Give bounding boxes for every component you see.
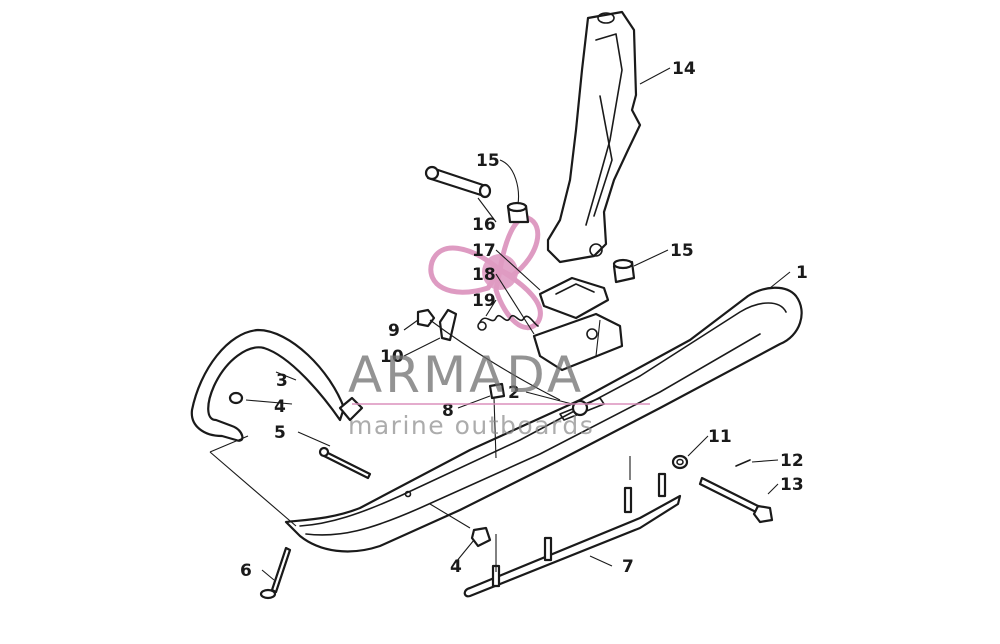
callout-19: 19 [472, 291, 496, 311]
bolt-part-5 [318, 446, 372, 480]
nut-part-8 [488, 382, 506, 400]
watermark-logo [428, 215, 543, 331]
callout-13: 13 [780, 475, 804, 495]
watermark-text: ARMADA marine outboards [348, 346, 650, 440]
callout-2: 2 [508, 383, 520, 403]
saddle-part [538, 276, 610, 320]
bushing-right [612, 258, 636, 284]
pin-part [424, 165, 492, 199]
watermark-subtitle: marine outboards [348, 411, 594, 440]
leader-lines [209, 67, 791, 581]
callout-16: 16 [472, 215, 496, 235]
callout-11: 11 [708, 427, 732, 447]
callout-18: 18 [472, 265, 496, 285]
callout-4-upper: 4 [274, 397, 286, 417]
nut-lower [470, 526, 492, 548]
nut-small [416, 308, 436, 328]
bolt-part-6 [259, 546, 292, 600]
callout-1: 1 [796, 263, 808, 283]
callout-6: 6 [240, 561, 252, 581]
callout-7: 7 [622, 557, 634, 577]
bolt-part-13 [698, 476, 774, 524]
ski-body [284, 286, 803, 553]
callout-15-right: 15 [670, 241, 694, 261]
callout-14: 14 [672, 59, 696, 79]
callout-4-lower: 4 [450, 557, 462, 577]
nut-upper [228, 391, 244, 405]
watermark-title: ARMADA [348, 346, 584, 404]
callout-8: 8 [442, 401, 454, 421]
cotter-pin [735, 459, 751, 467]
spring-part [477, 314, 539, 331]
callout-5: 5 [274, 423, 286, 443]
callout-labels: 1 2 3 4 4 5 6 7 8 9 10 11 12 13 14 15 15… [240, 59, 808, 581]
callout-10: 10 [380, 347, 404, 367]
washer-part [671, 454, 689, 470]
callout-3: 3 [276, 371, 288, 391]
callout-17: 17 [472, 241, 496, 261]
bracket-part [532, 312, 624, 372]
plate-part [438, 308, 458, 342]
spindle-part [546, 10, 642, 264]
callout-12: 12 [780, 451, 804, 471]
callout-15-left: 15 [476, 151, 500, 171]
callout-9: 9 [388, 321, 400, 341]
bushing-top [506, 201, 530, 224]
